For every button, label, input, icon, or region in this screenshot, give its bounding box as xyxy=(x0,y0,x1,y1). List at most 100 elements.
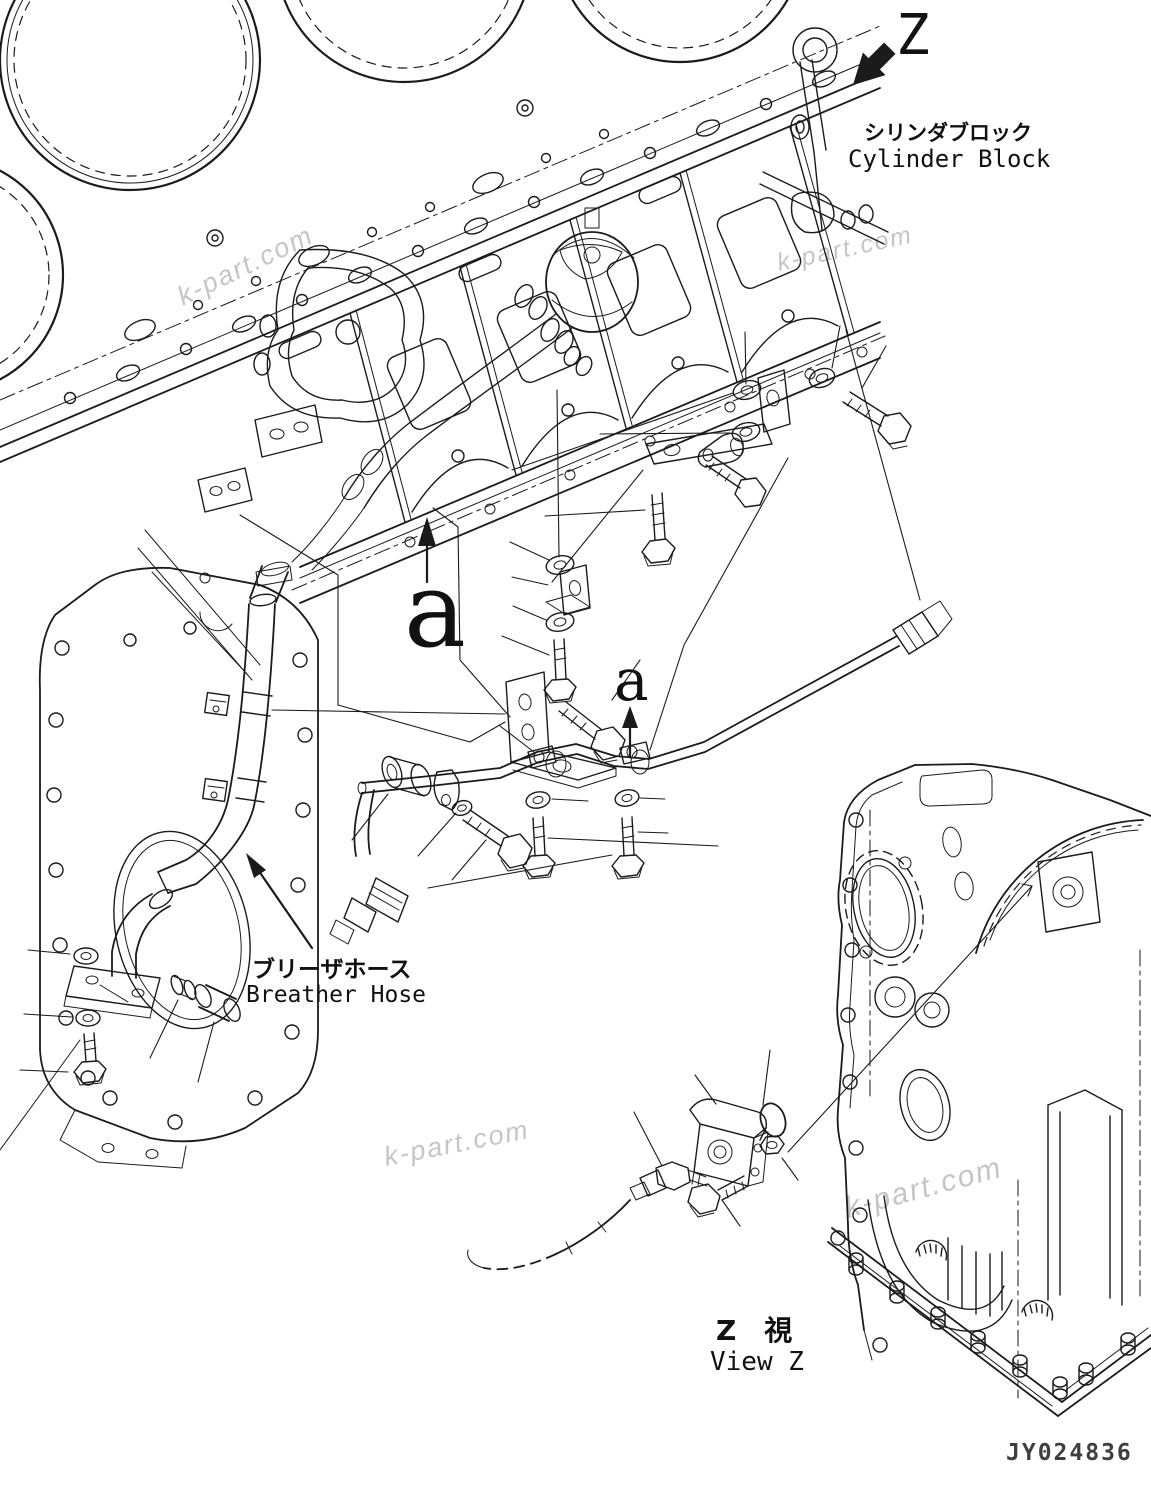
cylinder-block-label-jp: シリンダブロック xyxy=(864,121,1032,145)
elbow-fitting xyxy=(63,888,174,1019)
hose-clamp xyxy=(202,777,267,803)
side-face-ribs xyxy=(349,123,855,523)
bracket xyxy=(689,1098,769,1187)
block-left-end xyxy=(0,529,319,1169)
pipe-clamp xyxy=(619,741,651,775)
washer xyxy=(545,555,575,575)
bracket xyxy=(757,369,791,433)
view-z-label-jp: Z 視 xyxy=(716,1314,792,1347)
bolt xyxy=(543,638,577,704)
breather-hose-label-jp: ブリーザホース xyxy=(252,956,411,983)
hose-outline xyxy=(157,603,250,873)
bolt xyxy=(522,816,719,880)
bracket-group-middle xyxy=(501,541,591,704)
knurled-bosses xyxy=(915,1239,1054,1321)
washer xyxy=(73,947,99,965)
callout-a1: a xyxy=(404,517,466,671)
center-parts xyxy=(239,325,953,945)
label-arrow-shaft xyxy=(252,862,314,950)
bolt xyxy=(705,455,767,508)
washer xyxy=(75,1009,101,1027)
o-ring xyxy=(759,1102,787,1138)
z-direction-arrow-icon xyxy=(853,42,896,85)
label-arrow-icon xyxy=(246,853,266,878)
oil-pan-rail xyxy=(291,321,886,604)
hose-outline xyxy=(167,603,276,894)
leader-line xyxy=(271,709,506,715)
mount-pads xyxy=(197,404,323,513)
hose-clamp xyxy=(204,691,273,717)
leader-line xyxy=(432,507,511,718)
callout-letter: a xyxy=(614,646,649,714)
bolt xyxy=(451,809,533,881)
leader-line xyxy=(556,389,560,558)
block-right-end xyxy=(759,27,889,245)
callout-arrow-icon xyxy=(418,517,436,546)
front-boss xyxy=(253,248,425,423)
flywheel-bore xyxy=(975,819,1144,954)
breather-tube xyxy=(255,313,573,587)
washer-bolt-upper-right xyxy=(808,325,912,450)
nut xyxy=(759,1135,785,1155)
pocket-recess xyxy=(1047,1089,1123,1306)
breather-hose-label-en: Breather Hose xyxy=(246,982,426,1008)
text-labels: シリンダブロック Cylinder Block ブリーザホース Breather… xyxy=(246,121,1133,1466)
deck-holes xyxy=(63,70,837,405)
gasket-bolt-holes xyxy=(830,812,888,1353)
view-z-label-en: View Z xyxy=(710,1347,804,1377)
washer xyxy=(732,379,762,401)
sensor xyxy=(329,789,613,945)
mount-boss xyxy=(1037,851,1101,933)
bolt xyxy=(558,701,626,764)
washer xyxy=(525,791,551,809)
bracket-group-lower xyxy=(505,659,641,789)
bolt xyxy=(842,391,912,450)
cylinder-block-label-en: Cylinder Block xyxy=(848,145,1051,173)
z-view-marker: Z xyxy=(853,3,930,85)
bolt xyxy=(687,1175,749,1218)
tube-connector xyxy=(892,600,953,655)
bracket-group-upper xyxy=(511,369,791,583)
leader-line xyxy=(845,329,921,601)
callout-letter: a xyxy=(404,549,466,671)
leader-line xyxy=(787,885,1033,1153)
view-z-detail xyxy=(467,883,1033,1271)
sump-bulge xyxy=(867,1195,1013,1332)
pipe-clamp xyxy=(697,432,744,468)
flanged-opening xyxy=(844,850,924,966)
sensor xyxy=(629,1161,708,1201)
watermark-text: k-part.com xyxy=(381,1114,532,1172)
engine-front-view xyxy=(827,763,1151,1417)
cylinder-block-drawing xyxy=(0,0,889,1169)
breather-canister xyxy=(545,207,639,333)
leader-line xyxy=(744,331,747,385)
washer xyxy=(451,799,473,817)
leader-line xyxy=(649,457,789,751)
washer xyxy=(731,421,761,443)
bottom-rail xyxy=(827,1227,1151,1417)
breather-hose-assembly xyxy=(19,561,314,1086)
callout-a2: a xyxy=(614,646,649,759)
drawing-number: JY024836 xyxy=(1006,1440,1133,1466)
bolt xyxy=(641,492,676,567)
rail-bolt-bosses xyxy=(848,1252,1136,1400)
pipe-clamp xyxy=(499,725,567,778)
spacer xyxy=(351,755,432,841)
hose-stub xyxy=(194,984,241,1083)
watermark-text: k-part.com xyxy=(841,1151,1006,1225)
washer xyxy=(614,789,640,807)
cable xyxy=(467,1199,631,1271)
callout-arrow-icon xyxy=(622,706,638,728)
block-fittings xyxy=(514,284,593,377)
top-slot xyxy=(919,769,993,807)
washer xyxy=(545,612,575,632)
crankcase-webs xyxy=(411,309,839,513)
cylinder-bores xyxy=(0,0,789,381)
washer xyxy=(808,367,836,389)
bolt xyxy=(19,1032,107,1086)
tube-assembly xyxy=(329,600,953,945)
leader-line xyxy=(239,514,506,743)
side-face-windows xyxy=(386,197,802,430)
